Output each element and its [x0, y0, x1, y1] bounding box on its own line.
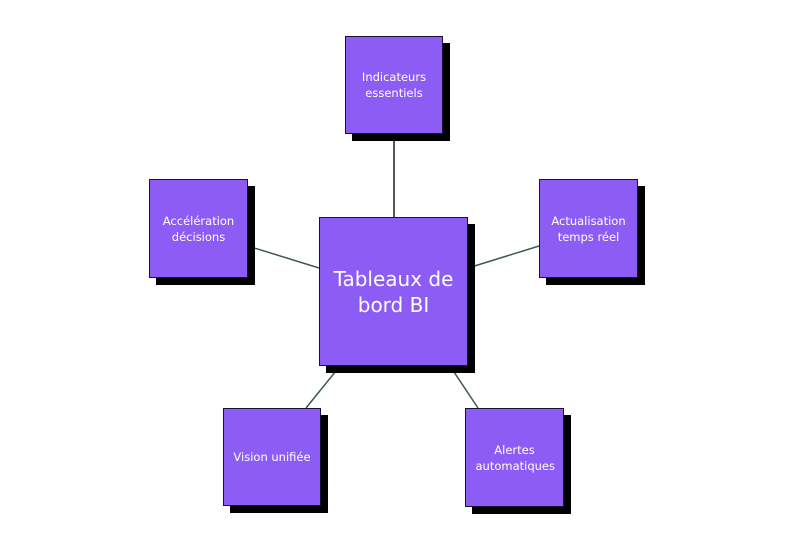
node-label: Actualisation temps réel — [551, 213, 626, 244]
node-label: Alertes automatiques — [475, 442, 556, 473]
node-label: Vision unifiée — [233, 450, 311, 464]
node-alertes-automatiques: Alertes automatiques — [465, 408, 564, 507]
node-label: Indicateurs essentiels — [361, 70, 427, 100]
node-indicateurs-essentiels: Indicateurs essentiels — [345, 36, 443, 134]
connector-bottom-right — [449, 365, 479, 409]
connector-bottom-left — [305, 365, 341, 409]
connector-left — [247, 245, 320, 269]
center-label: Tableaux de bord BI — [333, 266, 454, 317]
node-actualisation-temps-reel: Actualisation temps réel — [539, 179, 638, 278]
node-label: Accélération décisions — [162, 213, 235, 244]
node-center-tableaux-de-bord: Tableaux de bord BI — [319, 217, 468, 366]
node-acceleration-decisions: Accélération décisions — [149, 179, 248, 278]
node-vision-unifiee: Vision unifiée — [223, 408, 321, 506]
connector-right — [467, 245, 540, 269]
